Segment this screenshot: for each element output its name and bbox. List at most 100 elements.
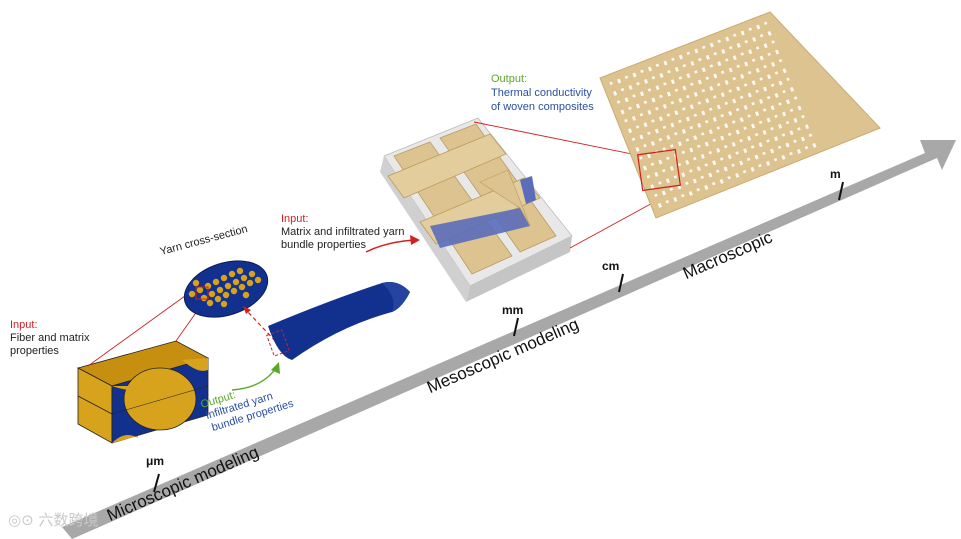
weave-gap: [643, 78, 649, 84]
weave-gap: [697, 122, 702, 128]
weave-gap: [708, 107, 713, 111]
weave-gap: [750, 166, 755, 172]
weave-gap: [724, 101, 728, 105]
weave-gap: [716, 104, 721, 110]
weave-gap: [624, 75, 629, 79]
weave-gap: [725, 36, 730, 42]
input1-line2: properties: [10, 345, 59, 357]
weave-gap: [678, 54, 683, 60]
weave-gap: [650, 140, 655, 146]
weave-gap: [665, 199, 670, 204]
weave-gap: [673, 175, 678, 179]
weave-gap: [762, 129, 767, 135]
weave-gap: [609, 81, 613, 85]
weave-gap: [759, 98, 764, 104]
weave-gap: [709, 42, 714, 48]
weave-gap: [690, 82, 694, 86]
weave-gap: [694, 48, 699, 54]
weave-gap: [744, 39, 748, 44]
weave-gap: [674, 131, 678, 136]
input2-line2: bundle properties: [281, 239, 367, 251]
weave-gap: [744, 61, 749, 67]
weave-gap: [663, 60, 668, 66]
weave-gap: [686, 73, 691, 79]
weave-gap: [736, 42, 741, 48]
weave-gap: [731, 120, 736, 124]
weave-gap: [778, 123, 783, 129]
weave-gap: [643, 122, 648, 128]
weave-gap: [643, 100, 648, 104]
weave-gap: [758, 163, 762, 168]
weave-gap: [624, 118, 628, 123]
weave-gap: [701, 67, 706, 73]
weave-gap: [732, 76, 736, 81]
weave-gap: [766, 160, 771, 166]
weave-gap: [635, 146, 640, 152]
weave-gap: [762, 151, 766, 155]
weave-gap: [723, 144, 728, 149]
weave-gap: [709, 64, 714, 68]
weave-gap: [650, 184, 655, 190]
weave-gap: [640, 69, 644, 73]
weave-gap: [727, 132, 732, 136]
weave-gap: [804, 145, 809, 150]
weave-gap: [740, 52, 744, 56]
weave-gap: [717, 39, 721, 43]
weave-gap: [763, 43, 768, 49]
weave-gap: [669, 165, 674, 171]
weave-gap: [755, 111, 760, 117]
weave-gap: [797, 127, 801, 131]
weave-gap: [793, 117, 798, 123]
weave-gap: [796, 148, 802, 154]
watermark-text: 六数跨境: [38, 511, 99, 529]
weave-gap: [746, 157, 751, 161]
weave-gap: [778, 80, 783, 86]
weave-gap: [724, 79, 729, 85]
weave-gap: [754, 154, 759, 160]
weave-gap: [636, 81, 640, 86]
weave-gap: [631, 137, 636, 141]
weave-gap: [681, 150, 686, 154]
weave-gap: [693, 113, 698, 117]
weave-gap: [685, 159, 690, 165]
weave-gap: [624, 97, 629, 103]
weave-gap: [616, 100, 621, 104]
weave-gap: [789, 130, 794, 136]
weave-gap: [740, 73, 745, 79]
weave-gap: [715, 169, 720, 173]
weave-gap: [770, 105, 775, 111]
weave-gap: [635, 125, 640, 129]
weave-gap: [793, 139, 797, 143]
weave-gap: [708, 150, 712, 155]
output2-line2: of woven composites: [491, 101, 594, 113]
weave-gap: [674, 110, 679, 116]
weave-gap: [720, 92, 725, 98]
weave-gap: [705, 98, 710, 104]
weave-gap: [696, 187, 700, 192]
output2-heading: Output:: [491, 73, 528, 85]
leader-line: [473, 121, 643, 157]
weave-gap: [732, 98, 737, 104]
weave-gap: [797, 105, 802, 111]
weave-gap: [670, 144, 674, 148]
weave-gap: [770, 126, 774, 131]
watermark-logo: ◎⊙ 六数跨境: [8, 509, 98, 530]
weave-gap: [700, 153, 705, 159]
weave-gap: [685, 138, 690, 142]
weave-gap: [646, 174, 651, 179]
weave-gap: [727, 154, 732, 160]
weave-gap: [657, 202, 662, 208]
weave-gap: [770, 83, 775, 87]
weave-gap: [651, 119, 655, 123]
weave-gap: [785, 142, 790, 148]
weave-gap: [740, 30, 745, 36]
input2-line1: Matrix and infiltrated yarn: [281, 226, 405, 238]
weave-gap: [662, 103, 667, 109]
weave-gap: [716, 126, 720, 130]
weave-gap: [708, 172, 713, 178]
weave-gap: [720, 113, 724, 118]
scale-arrow: [62, 140, 956, 539]
weave-gap: [685, 116, 690, 122]
weave-gap: [766, 139, 770, 143]
